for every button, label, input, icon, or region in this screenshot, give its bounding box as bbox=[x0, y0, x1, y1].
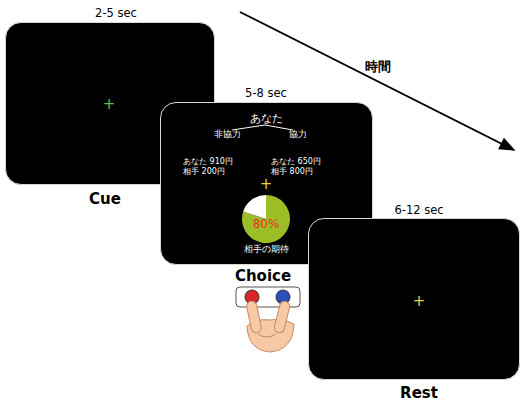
duration-label: 2-5 sec bbox=[95, 7, 137, 20]
branch-line bbox=[265, 125, 293, 130]
pie-slice bbox=[242, 195, 290, 243]
hand-crease bbox=[258, 334, 276, 337]
payoff-text: あなた 910円 bbox=[183, 158, 233, 167]
phase-name: Rest bbox=[400, 385, 438, 402]
fixation-cross: + bbox=[103, 96, 116, 113]
blue-button bbox=[276, 290, 290, 304]
rest-screen: 6-12 sec+Rest bbox=[308, 218, 520, 380]
duration-label: 6-12 sec bbox=[394, 204, 443, 217]
axis-label: 時間 bbox=[365, 60, 391, 74]
payoff-text: 相手 800円 bbox=[271, 168, 313, 177]
payoff-text: あなた 650円 bbox=[271, 158, 321, 167]
option-label: 非協力 bbox=[214, 130, 241, 139]
button-box bbox=[236, 287, 300, 307]
duration-label: 5-8 sec bbox=[245, 87, 287, 100]
fixation-cross: + bbox=[413, 293, 426, 310]
hand-palm bbox=[247, 320, 294, 353]
red-button bbox=[245, 290, 259, 304]
fixation-cross: + bbox=[260, 176, 273, 193]
option-label: 協力 bbox=[289, 130, 307, 139]
branch-line bbox=[232, 125, 265, 130]
phase-name: Choice bbox=[235, 268, 291, 285]
player-label: あなた bbox=[250, 113, 283, 125]
pie-slice bbox=[243, 195, 266, 219]
expectation-pie: 80%相手の期待 bbox=[241, 194, 291, 244]
percent-text: 80% bbox=[253, 218, 280, 231]
hand-finger bbox=[273, 300, 290, 333]
payoff-text: 相手 200円 bbox=[183, 168, 225, 177]
hand-finger bbox=[246, 300, 262, 333]
phase-name: Cue bbox=[89, 191, 121, 208]
pie-caption: 相手の期待 bbox=[244, 245, 289, 255]
